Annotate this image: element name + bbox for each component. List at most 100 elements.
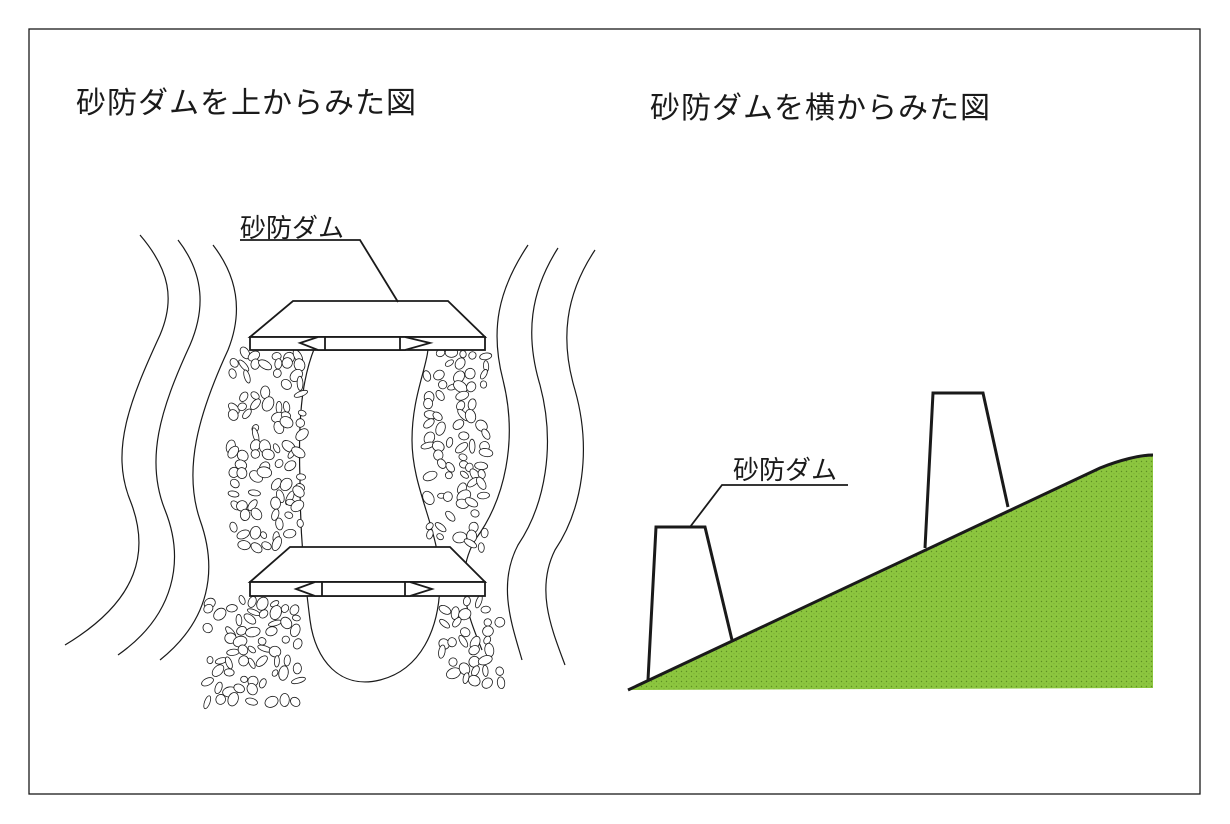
- riprap-stone: [483, 618, 492, 627]
- riprap-stone: [250, 507, 263, 521]
- top-label-leader: [240, 239, 399, 303]
- riprap-stone: [458, 635, 469, 648]
- riprap-stone: [228, 368, 237, 379]
- riprap-stone: [229, 478, 240, 489]
- riprap-stone: [290, 696, 301, 707]
- riprap-stone: [478, 448, 494, 458]
- riprap-stone: [271, 508, 280, 521]
- riprap-stone: [435, 390, 445, 401]
- bank-line-left-1: [64, 234, 169, 646]
- riprap-stone: [236, 626, 247, 636]
- riprap-stone: [476, 491, 490, 500]
- riprap-stone: [480, 527, 489, 539]
- riprap-stone: [249, 526, 262, 540]
- riprap-stone: [227, 692, 239, 707]
- riprap-stone: [296, 518, 304, 528]
- riprap-stone: [422, 490, 435, 505]
- frame-border: [28, 28, 1201, 795]
- bank-line-left-3: [159, 244, 238, 661]
- riprap-stone: [237, 540, 251, 551]
- riprap-stone: [442, 491, 453, 502]
- riprap-stone: [462, 596, 471, 607]
- riprap-stone: [229, 521, 238, 533]
- riprap-stone: [278, 665, 289, 681]
- riprap-stone: [289, 604, 300, 616]
- riprap-stone: [468, 645, 480, 656]
- riprap-stone: [283, 401, 291, 413]
- riprap-stone: [444, 359, 454, 367]
- riprap-stone: [296, 473, 307, 481]
- riprap-stone: [481, 428, 491, 440]
- riprap-stone: [265, 626, 278, 637]
- riprap-stone: [432, 411, 443, 421]
- riprap-stone: [496, 676, 506, 690]
- ground-slope: [628, 455, 1153, 690]
- riprap-stone: [455, 442, 469, 454]
- riprap-stone: [423, 418, 435, 429]
- riprap-stone: [477, 655, 493, 666]
- riprap-stone: [291, 446, 306, 459]
- riprap-stone: [281, 357, 293, 369]
- riprap-stones: [201, 346, 506, 710]
- lower-dam-side: [646, 525, 734, 681]
- riprap-stone: [448, 657, 458, 667]
- riprap-stone: [279, 477, 293, 492]
- riprap-stone: [480, 605, 491, 614]
- riprap-stone: [274, 459, 284, 468]
- riprap-stone: [284, 460, 297, 472]
- riprap-stone: [268, 645, 282, 658]
- riprap-stone: [264, 695, 279, 708]
- riprap-stone: [458, 453, 468, 462]
- riprap-stone: [479, 352, 493, 361]
- riprap-stone: [269, 605, 282, 620]
- riprap-stone: [292, 662, 302, 675]
- riprap-stone: [271, 669, 279, 677]
- riprap-stone: [458, 431, 470, 441]
- side-label-leader: [689, 484, 848, 528]
- riprap-stone: [247, 596, 257, 608]
- riprap-stone: [484, 642, 495, 658]
- riprap-stone: [236, 449, 249, 462]
- riprap-stone: [227, 490, 240, 498]
- riprap-stone: [250, 391, 260, 400]
- riprap-stone: [477, 542, 485, 553]
- riprap-stone: [255, 655, 268, 667]
- riprap-stone: [426, 529, 434, 540]
- riprap-stone: [433, 369, 445, 381]
- top-view-dam-label: 砂防ダム: [240, 214, 345, 244]
- riprap-stone: [435, 421, 446, 436]
- riprap-stone: [455, 390, 470, 401]
- riprap-stone: [464, 367, 476, 380]
- riprap-stone: [261, 541, 272, 551]
- riprap-stone: [206, 656, 214, 665]
- riprap-stone: [261, 448, 275, 461]
- riprap-stone: [223, 668, 235, 677]
- riprap-stone: [483, 635, 492, 645]
- riprap-stone: [272, 443, 281, 454]
- riprap-stone: [260, 531, 268, 539]
- lower-dam: [247, 546, 488, 597]
- riprap-stone: [289, 623, 301, 638]
- riprap-stone: [438, 380, 448, 390]
- riprap-stone: [211, 664, 225, 677]
- riprap-stone: [213, 607, 227, 621]
- riprap-stone: [468, 674, 481, 687]
- riprap-stone: [293, 389, 309, 398]
- riprap-stone: [256, 596, 269, 611]
- riprap-stone: [243, 613, 257, 625]
- riprap-stone: [236, 467, 248, 479]
- riprap-stone: [238, 359, 250, 372]
- riprap-stone: [247, 489, 261, 497]
- riprap-stone: [467, 398, 477, 411]
- riprap-stone: [258, 609, 269, 619]
- riprap-stone: [270, 478, 282, 491]
- riprap-stone: [444, 471, 453, 480]
- riprap-stone: [256, 466, 272, 479]
- riprap-stone: [474, 461, 489, 470]
- bank-line-left-2: [117, 239, 201, 656]
- riprap-stone: [280, 604, 290, 613]
- riprap-stone: [257, 637, 267, 646]
- side-view: [627, 391, 1154, 692]
- riprap-stone: [201, 677, 214, 687]
